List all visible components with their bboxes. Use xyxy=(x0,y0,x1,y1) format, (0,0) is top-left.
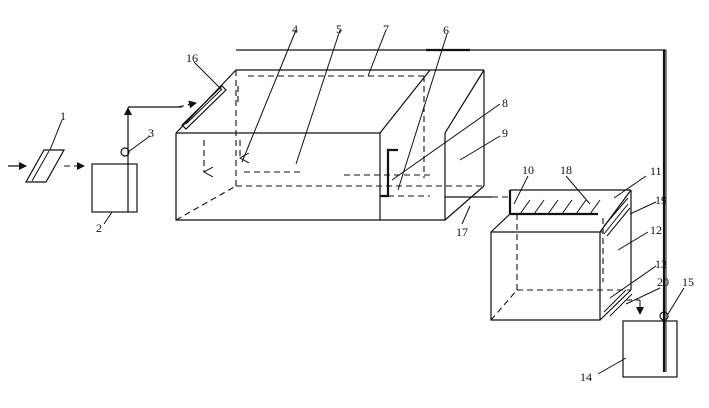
label-17: 17 xyxy=(456,225,468,239)
label-1: 1 xyxy=(60,109,66,123)
label-9: 9 xyxy=(502,126,508,140)
label-8: 8 xyxy=(502,96,508,110)
collection-tank xyxy=(622,311,678,378)
label-15: 15 xyxy=(682,275,694,289)
label-3: 3 xyxy=(148,126,154,140)
label-10: 10 xyxy=(522,163,534,177)
feed-tank xyxy=(91,100,197,213)
label-11: 11 xyxy=(650,164,662,178)
main-tank xyxy=(175,69,485,221)
label-16: 16 xyxy=(186,51,198,65)
label-14: 14 xyxy=(580,370,592,384)
label-20: 20 xyxy=(657,275,669,289)
label-13: 13 xyxy=(655,257,667,271)
label-6: 6 xyxy=(443,23,449,37)
filter-screen xyxy=(24,149,66,183)
label-2: 2 xyxy=(96,221,102,235)
label-4: 4 xyxy=(292,22,298,36)
label-18: 18 xyxy=(560,163,572,177)
label-12: 12 xyxy=(650,223,662,237)
second-tank xyxy=(490,189,644,321)
leader-lines xyxy=(49,29,685,375)
label-7: 7 xyxy=(383,22,389,36)
return-pipe xyxy=(236,48,667,372)
label-19: 19 xyxy=(655,193,667,207)
label-5: 5 xyxy=(336,22,342,36)
